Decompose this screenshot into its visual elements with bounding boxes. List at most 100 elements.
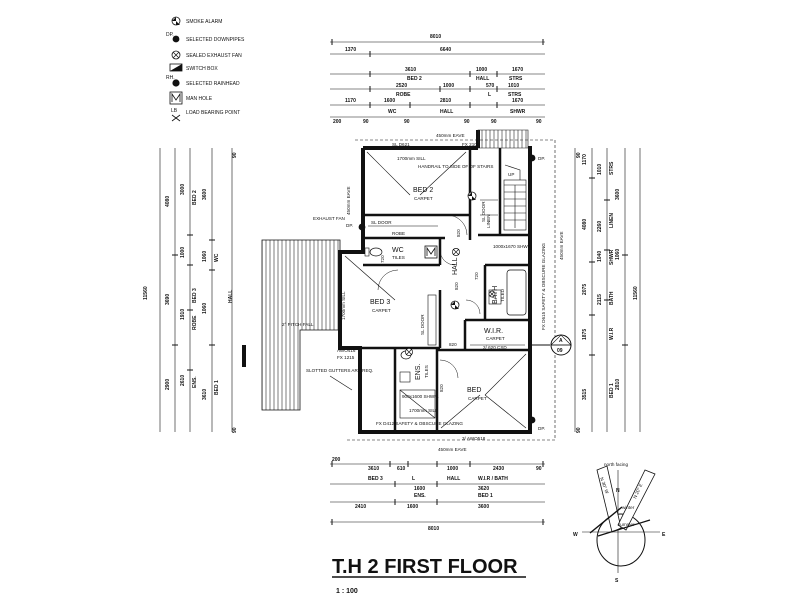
dim-bot-200: 200 [332, 457, 341, 463]
dim-top-1000b: 1000 [443, 83, 454, 89]
compass-winter: winter [622, 505, 635, 510]
compass: north facing N 30° W N 20° E N S E W win… [573, 462, 666, 584]
dim-top-570: 570 [486, 83, 495, 89]
dim-bot-overall: 8010 [428, 526, 439, 532]
fixtures [344, 151, 527, 429]
dim-top-bed2: BED 2 [407, 76, 422, 82]
note-sill-bed2: 1700mm SILL [397, 156, 426, 161]
legend-rainhead: SELECTED RAINHEAD [186, 81, 240, 87]
dim-bot-90: 90 [536, 466, 542, 472]
dim-right-90b: 90 [576, 427, 582, 433]
exhaust-fan-icon [405, 348, 413, 356]
eave-bottom: 450mm EAVE [438, 447, 467, 452]
dim-left-3000: 3000 [180, 184, 186, 195]
dim-right-linen: LINEN [609, 213, 615, 228]
note-shwr-ens: 900x1600 SHWR. [402, 394, 439, 399]
room-bath-floor: TILED [500, 288, 505, 302]
note-720a: 720 [380, 255, 385, 263]
dim-bot-1600b: 1600 [407, 504, 418, 510]
dim-left-bed2: BED 2 [192, 190, 198, 205]
legend-smoke-alarm: SMOKE ALARM [186, 19, 222, 25]
dim-right-1060: 1060 [615, 249, 621, 260]
dim-top-hall2: HALL [440, 109, 453, 115]
drawing-title: T.H 2 FIRST FLOOR [332, 556, 518, 578]
legend-switch-box: SWITCH BOX [186, 66, 218, 72]
right-dimensions: 1170 4080 2075 1875 3515 1010 2260 1040 … [574, 148, 641, 433]
dim-bot-3620: 3620 [478, 486, 489, 492]
note-820a: 820 [456, 229, 461, 237]
dim-left-1000: 1000 [180, 247, 186, 258]
switch-box-icon [169, 63, 183, 72]
note-csd: 2/ 620 CSD [483, 345, 507, 350]
dp-label-bottom: DP. [538, 426, 545, 431]
dim-top-hall: HALL [476, 76, 489, 82]
stair-hatch [477, 129, 529, 149]
room-bed3: BED 3 [370, 299, 390, 306]
note-handrail: HANDRAIL TO SIDE OF OF STAIRS [418, 164, 493, 169]
exhaust-fan-icon [171, 50, 181, 60]
room-wir: W.I.R. [484, 328, 503, 335]
drawing-title-block: T.H 2 FIRST FLOOR 1 : 100 [332, 556, 526, 595]
room-wir-floor: CARPET [486, 336, 505, 341]
dim-left-bed1: BED 1 [214, 380, 220, 395]
dim-bot-3610: 3610 [368, 466, 379, 472]
smoke-alarm-icon [467, 191, 477, 201]
dp-label-left: DP. [346, 223, 353, 228]
dim-top-strs: STRS [509, 76, 523, 82]
dim-right-1875: 1875 [582, 329, 588, 340]
dim-top-1370: 1370 [345, 47, 356, 53]
dim-top-2810: 2810 [440, 98, 451, 104]
dim-left-90: 90 [232, 152, 238, 158]
dim-top-1010: 1010 [508, 83, 519, 89]
stair-up-label: UP [508, 172, 514, 177]
dim-bot-610: 610 [397, 466, 406, 472]
room-bed1: BED [467, 387, 481, 394]
note-shwr-spec: 1000x1670 SHWR. [493, 244, 532, 249]
legend-man-hole: MAN HOLE [186, 96, 213, 102]
eave-left: 450mm EAVE [346, 186, 351, 215]
dim-top-robe: ROBE [396, 92, 411, 98]
dim-top-strs2: STRS [508, 92, 522, 98]
dim-right-3515: 3515 [582, 389, 588, 400]
compass-n: N [616, 488, 620, 494]
note-fx-bath: FX D615 SAFETY & OBSCURE GLAZING [541, 243, 546, 330]
compass-s: S [615, 578, 619, 584]
section-sheet: 09 [557, 348, 563, 354]
exhaust-fan-icon [452, 248, 460, 256]
compass-left-deg: N 30° W [599, 477, 610, 495]
outer-walls [338, 130, 532, 434]
dim-bot-1000: 1000 [447, 466, 458, 472]
dim-bot-ens: ENS. [414, 493, 426, 499]
dim-left-90b: 90 [232, 427, 238, 433]
pitch-note: 2° PITCH FALL [282, 322, 314, 327]
dim-bot-3600: 3600 [478, 504, 489, 510]
legend-load-bearing: LOAD BEARING POINT [186, 110, 240, 116]
dim-top-1000a: 1000 [476, 67, 487, 73]
room-bed3-floor: CARPET [372, 308, 391, 313]
downpipe-icon [528, 416, 536, 424]
note-820b: 820 [454, 282, 459, 290]
note-sill-bed1: 1700mm SILL [409, 408, 438, 413]
dim-top-l: L [488, 92, 491, 98]
dim-top-wc: WC [388, 109, 397, 115]
dim-top-90a: 90 [363, 119, 369, 125]
dim-bot-bed3: BED 3 [368, 476, 383, 482]
dim-right-strs: STRS [609, 161, 615, 175]
legend-downpipe-code: DP. [166, 32, 174, 38]
room-bed2: BED 2 [413, 187, 433, 194]
compass-heading: north facing [604, 462, 628, 467]
plan-notes: SL D621 1700mm SILL FX 2106 HANDRAIL TO … [313, 142, 546, 441]
dim-bot-1600a: 1600 [414, 486, 425, 492]
dim-left-overall: 11560 [143, 286, 149, 300]
dim-top-90d: 90 [491, 119, 497, 125]
plan-symbols: DP. DP. DP. [242, 154, 545, 431]
man-hole-icon [169, 91, 183, 105]
smoke-alarm-icon [171, 16, 181, 26]
note-sl-door-bed3: SL DOOR [420, 314, 425, 335]
legend-rainhead-code: RH. [166, 75, 175, 81]
dim-bot-2430: 2430 [493, 466, 504, 472]
dim-bot-hall: HALL [447, 476, 460, 482]
smoke-alarm-icon [450, 300, 460, 310]
dim-bot-l: L [412, 476, 415, 482]
room-bed2-floor: CARPET [414, 196, 433, 201]
